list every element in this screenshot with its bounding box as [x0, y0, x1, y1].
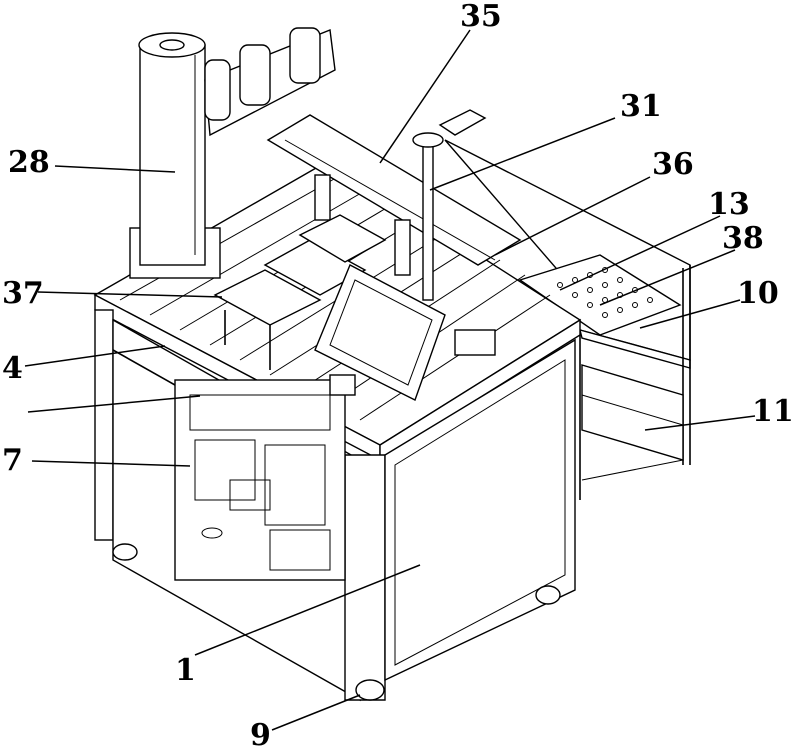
label-10: 10 [737, 276, 779, 311]
touch-screen [314, 264, 496, 401]
linear-rail [266, 114, 522, 276]
label-37: 37 [2, 276, 44, 311]
label-13: 13 [708, 187, 750, 222]
label-11: 11 [752, 394, 794, 429]
label-36: 36 [652, 147, 694, 182]
casters [112, 543, 561, 701]
cabinet-frame [94, 309, 576, 702]
label-28: 28 [8, 145, 50, 180]
label-1: 1 [175, 653, 196, 688]
label-7: 7 [2, 443, 23, 478]
label-9: 9 [250, 718, 271, 747]
label-31: 31 [620, 89, 662, 124]
tool-rack [204, 27, 336, 137]
label-4: 4 [2, 351, 23, 386]
camera-pole [412, 109, 487, 301]
leader-lines [24, 29, 756, 731]
lift-column [129, 32, 221, 279]
trays [213, 214, 387, 370]
label-35: 35 [460, 0, 502, 34]
label-38: 38 [722, 221, 764, 256]
